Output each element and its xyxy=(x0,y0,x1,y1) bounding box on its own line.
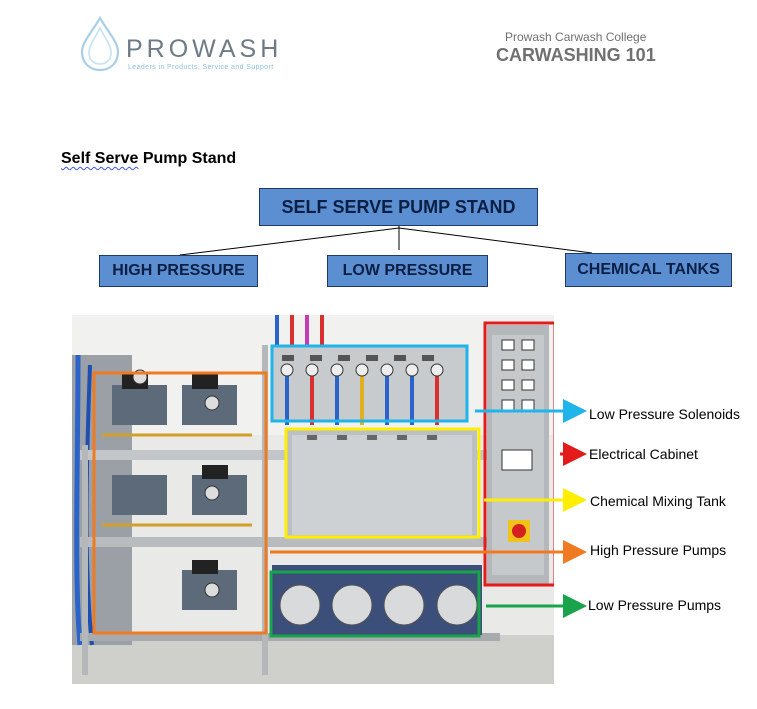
org-box-high-pressure: HIGH PRESSURE xyxy=(99,255,258,287)
callout-chemical-mixing-tank: Chemical Mixing Tank xyxy=(590,493,726,509)
logo-wordmark: PROWASH xyxy=(126,35,283,63)
prowash-logo: PROWASH Leaders in Products, Service and… xyxy=(78,16,298,76)
college-name: Prowash Carwash College xyxy=(505,30,647,44)
callout-electrical-cabinet: Electrical Cabinet xyxy=(589,446,698,462)
pump-stand-photo xyxy=(72,315,554,684)
connector-high xyxy=(179,227,400,256)
course-title: CARWASHING 101 xyxy=(496,45,656,65)
callout-low-pressure-solenoids: Low Pressure Solenoids xyxy=(589,406,740,422)
pump-stand-illustration xyxy=(72,315,554,684)
section-title-rest: Pump Stand xyxy=(138,150,237,167)
callout-high-pressure-pumps: High Pressure Pumps xyxy=(590,542,727,558)
callout-low-pressure-pumps: Low Pressure Pumps xyxy=(588,597,722,613)
section-title: Self Serve Pump Stand xyxy=(61,150,236,168)
connector-chem xyxy=(398,227,593,254)
org-root-box: SELF SERVE PUMP STAND xyxy=(259,188,538,226)
water-drop-icon xyxy=(80,16,120,72)
logo-tagline: Leaders in Products, Service and Support xyxy=(128,64,274,71)
section-title-underlined: Self Serve xyxy=(61,150,139,167)
org-box-chemical-tanks: CHEMICAL TANKS xyxy=(565,253,732,287)
org-box-low-pressure: LOW PRESSURE xyxy=(327,255,488,287)
